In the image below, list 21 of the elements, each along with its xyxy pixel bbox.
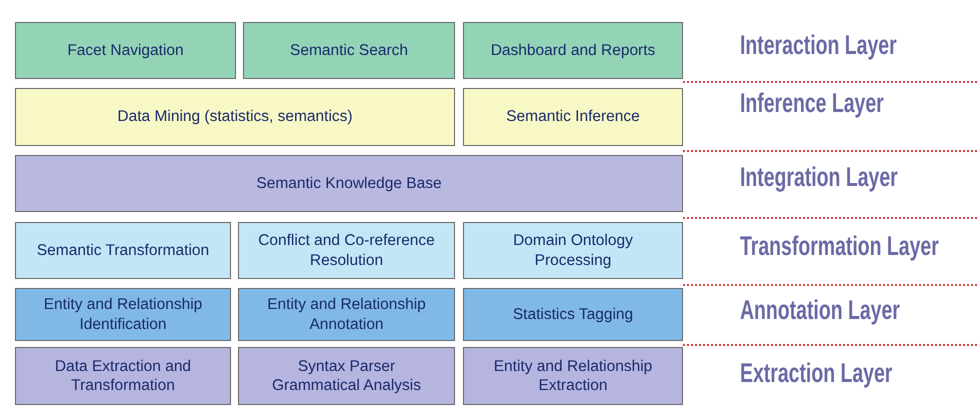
component-box: Entity and Relationship Annotation — [238, 288, 455, 341]
component-box: Conflict and Co-reference Resolution — [238, 222, 455, 279]
layer-label: Interaction Layer — [740, 30, 897, 61]
component-box: Entity and Relationship Extraction — [463, 347, 683, 405]
component-box: Semantic Search — [243, 22, 455, 79]
layer-label: Inference Layer — [740, 88, 884, 119]
component-box: Semantic Transformation — [15, 222, 231, 279]
component-box: Data Mining (statistics, semantics) — [15, 88, 455, 146]
component-box: Domain Ontology Processing — [463, 222, 683, 279]
layer-label: Annotation Layer — [740, 295, 900, 326]
layer-label: Extraction Layer — [740, 358, 892, 389]
component-box: Facet Navigation — [15, 22, 236, 79]
component-box: Data Extraction and Transformation — [15, 347, 231, 405]
layer-label: Integration Layer — [740, 162, 898, 193]
component-box: Dashboard and Reports — [463, 22, 683, 79]
component-box: Statistics Tagging — [463, 288, 683, 341]
component-box: Entity and Relationship Identification — [15, 288, 231, 341]
component-box: Semantic Inference — [463, 88, 683, 146]
layer-label: Transformation Layer — [740, 231, 939, 262]
knowledge-base-box: Semantic Knowledge Base — [15, 155, 683, 212]
component-box: Syntax Parser Grammatical Analysis — [238, 347, 455, 405]
